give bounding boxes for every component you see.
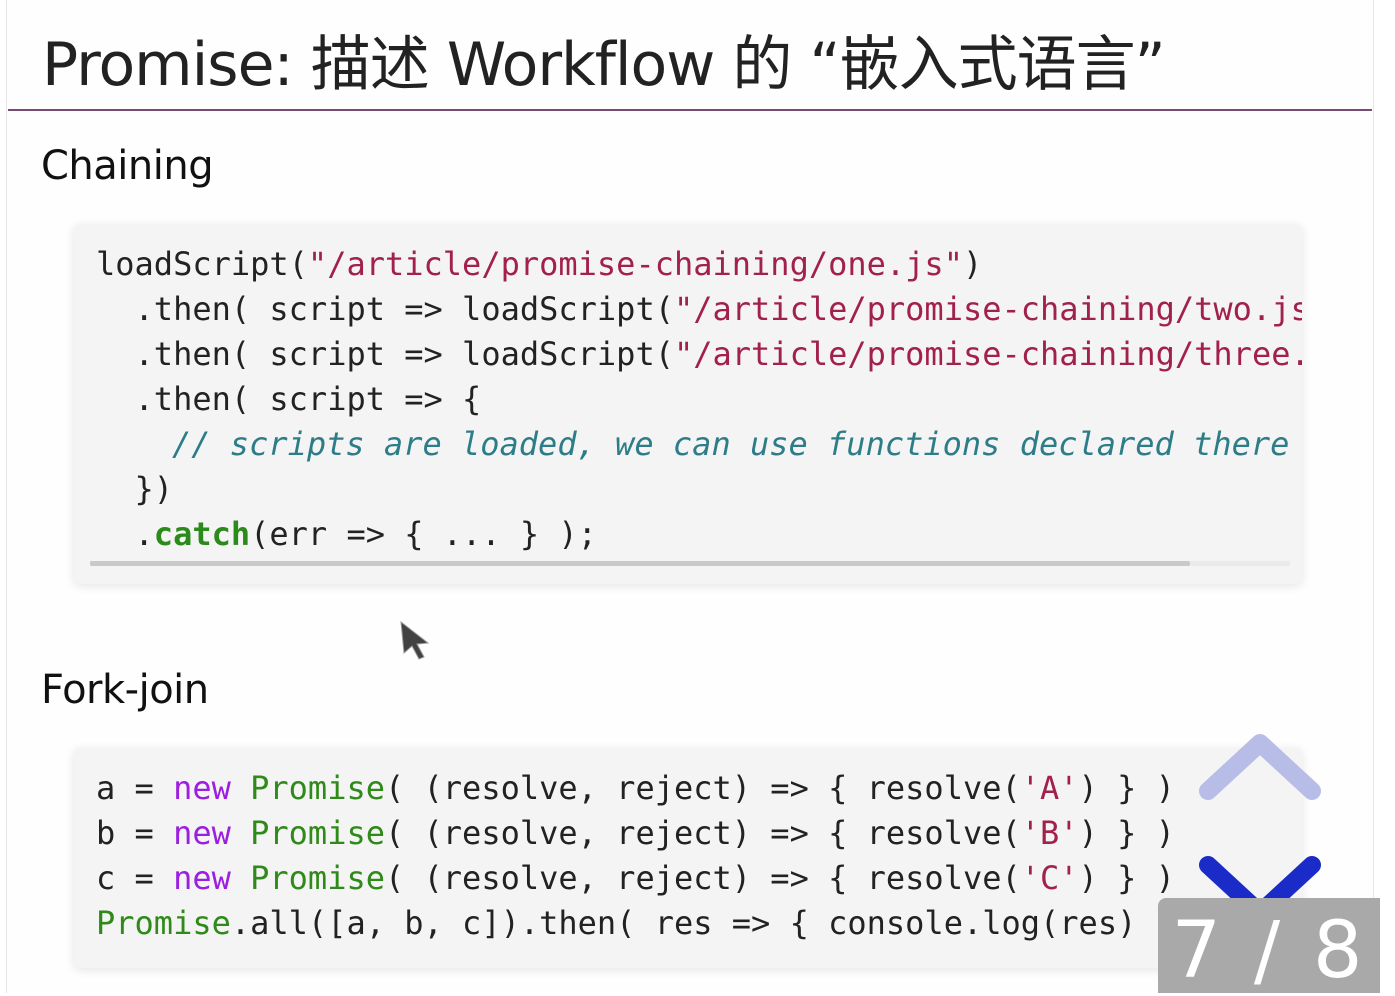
code-comment: // scripts are loaded, we can use functi… xyxy=(172,425,1290,463)
scrollbar-thumb[interactable] xyxy=(90,561,1190,566)
code-line: Promise.all([a, b, c]).then( res => { co… xyxy=(96,904,1214,942)
code-block-chaining[interactable]: loadScript("/article/promise-chaining/on… xyxy=(74,224,1302,584)
horizontal-scrollbar[interactable] xyxy=(90,561,1290,566)
code-block-fork-join[interactable]: a = new Promise( (resolve, reject) => { … xyxy=(74,748,1302,968)
code-line: .then( script => { xyxy=(96,380,482,418)
code-line: }) xyxy=(96,470,174,508)
code-line: .then( script => loadScript("/article/pr… xyxy=(96,335,1302,373)
code-line: a = new Promise( (resolve, reject) => { … xyxy=(96,769,1175,807)
code-line: c = new Promise( (resolve, reject) => { … xyxy=(96,859,1175,897)
section-heading-chaining: Chaining xyxy=(41,143,214,189)
mouse-pointer-icon xyxy=(400,620,430,660)
code-line: .then( script => loadScript("/article/pr… xyxy=(96,290,1302,328)
slide-counter: 7 / 8 xyxy=(1158,898,1380,996)
slide-title: Promise: 描述 Workflow 的 “嵌入式语言” xyxy=(42,30,1166,100)
section-heading-fork-join: Fork-join xyxy=(41,667,209,713)
chevron-up-icon[interactable] xyxy=(1198,733,1322,803)
code-line: loadScript("/article/promise-chaining/on… xyxy=(96,245,983,283)
code-line: .catch(err => { ... } ); xyxy=(96,515,597,553)
code-line: b = new Promise( (resolve, reject) => { … xyxy=(96,814,1175,852)
title-divider xyxy=(8,109,1372,111)
slide-counter-text: 7 / 8 xyxy=(1171,906,1367,996)
